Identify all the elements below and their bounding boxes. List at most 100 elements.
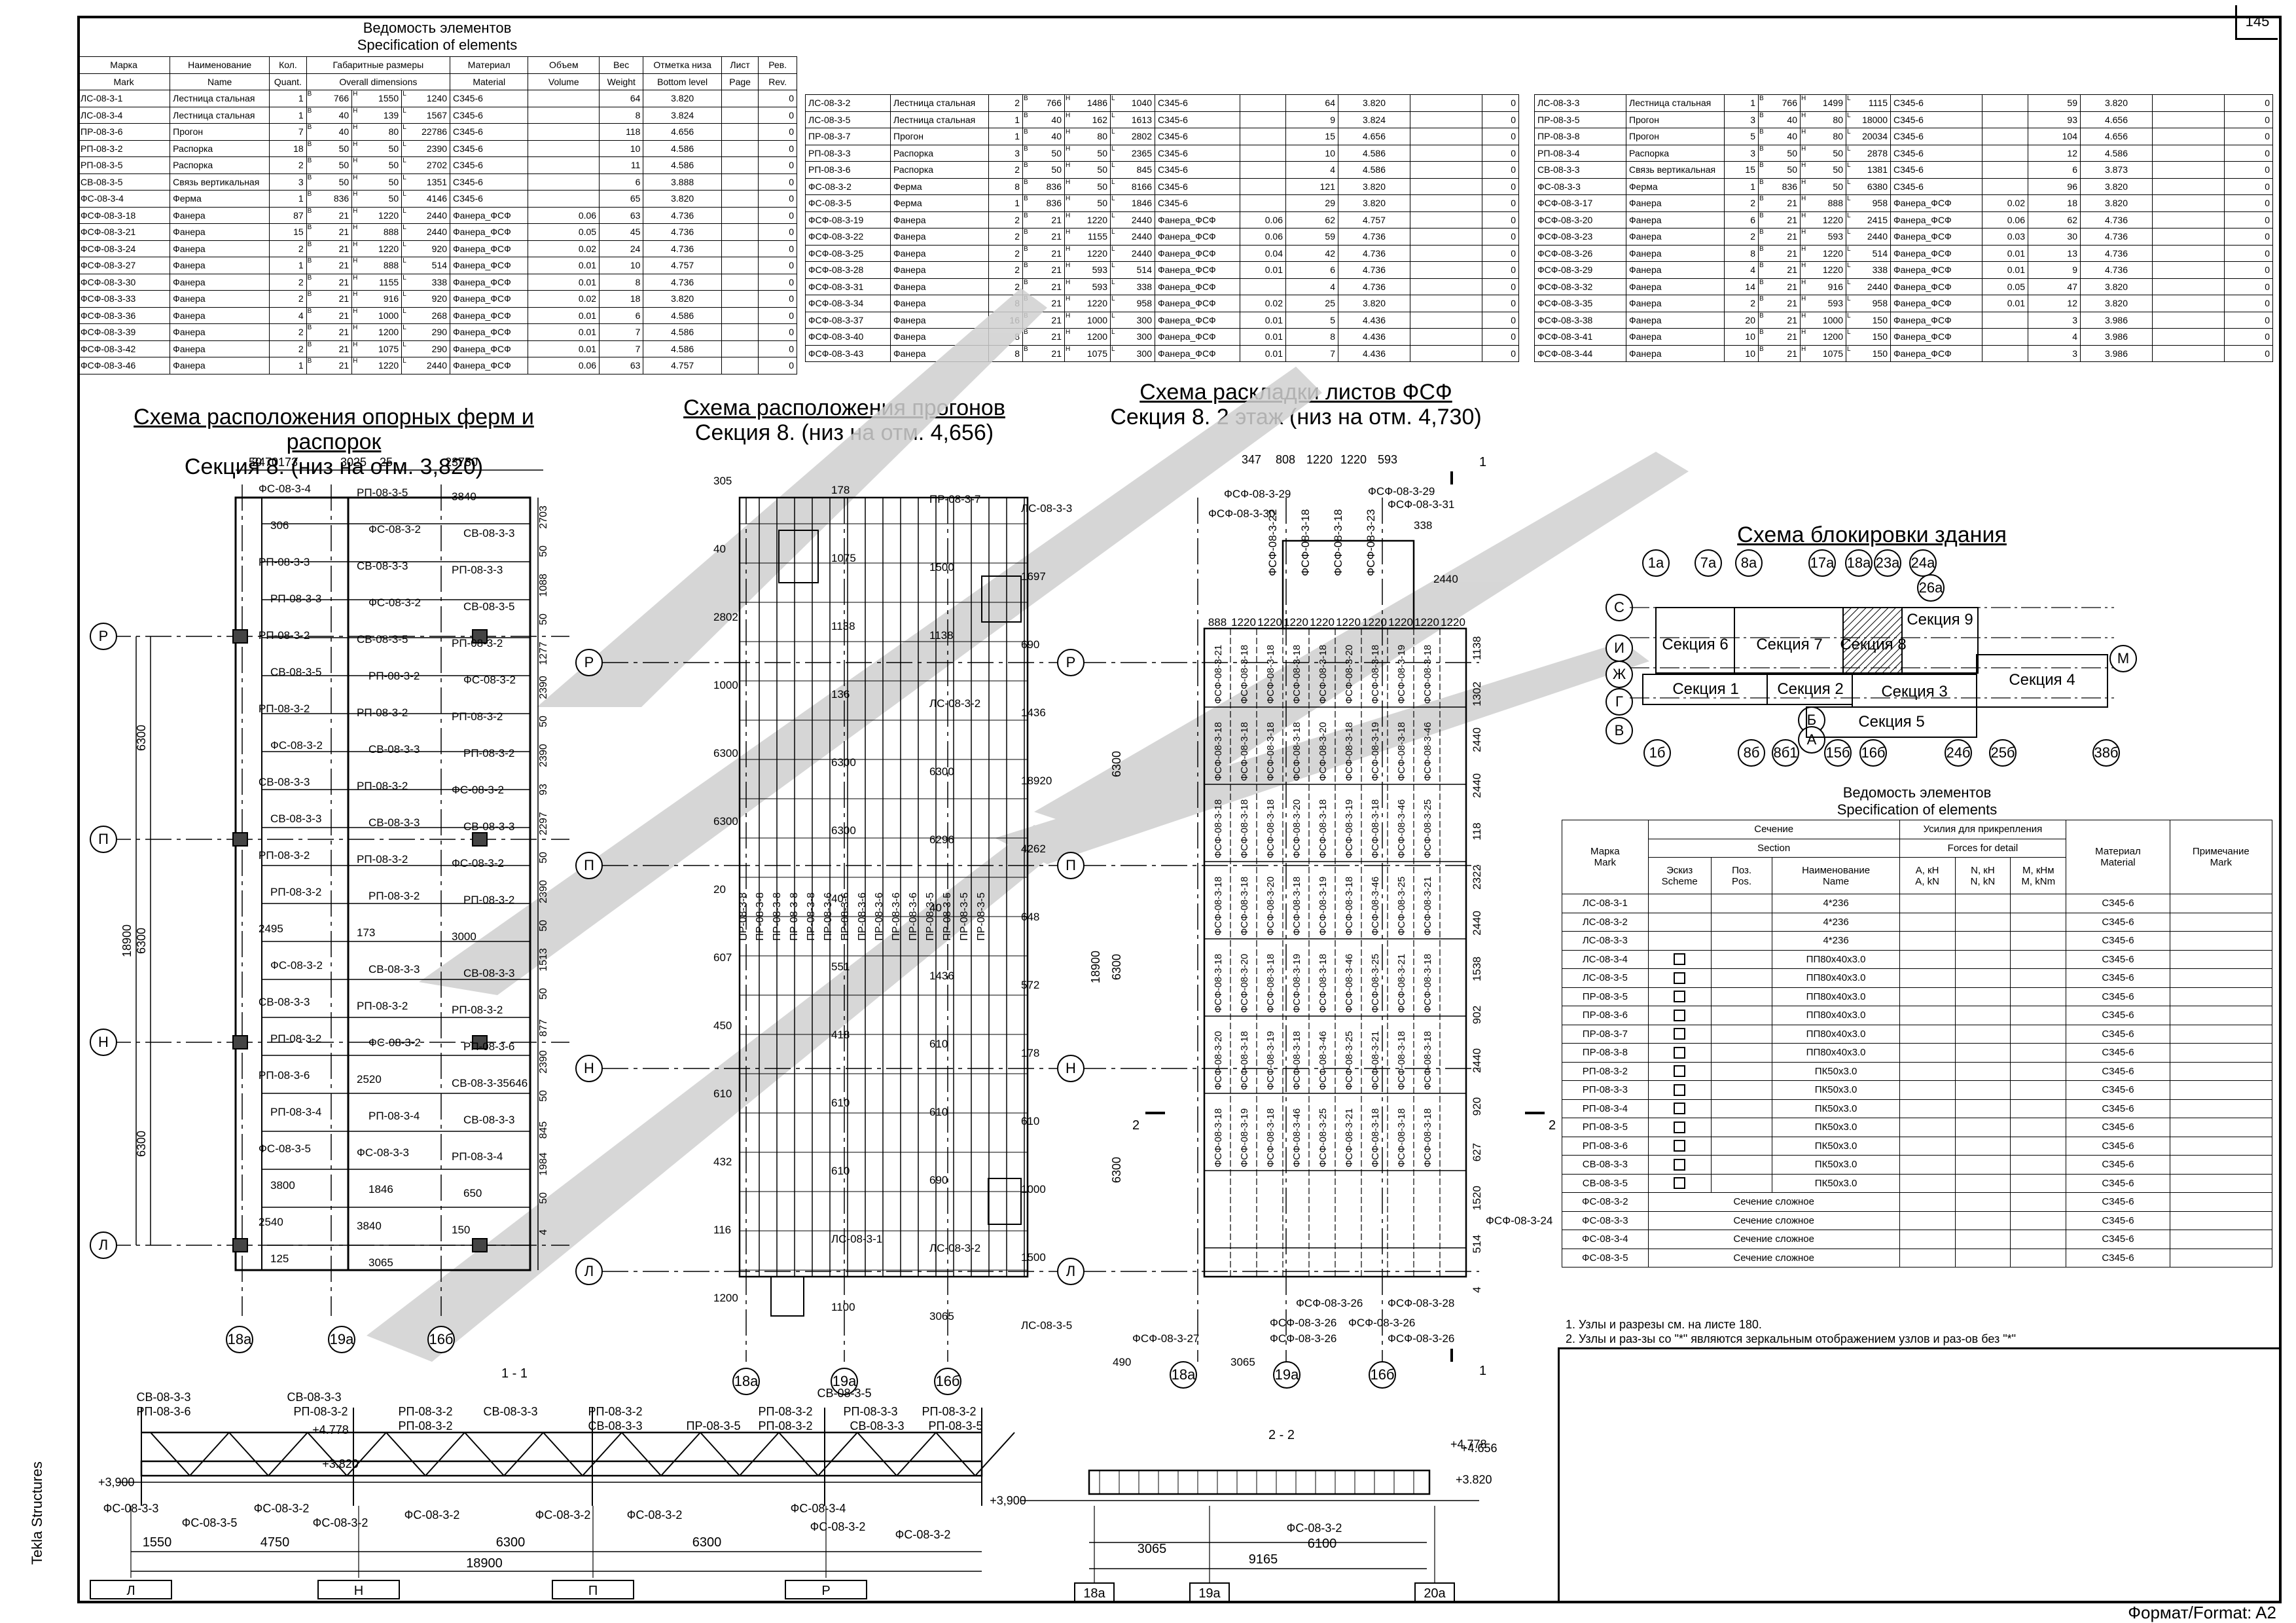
support-mark <box>472 832 488 847</box>
detail-sketch <box>1647 968 1712 988</box>
member-label: РП-08-3-2 <box>452 710 503 723</box>
dim-label: 25 <box>380 456 393 469</box>
member-label: СВ-08-3-3 <box>357 560 408 572</box>
detail-mark: ПР-08-3-8 <box>1562 1043 1649 1063</box>
detail-mark: ЛС-08-3-4 <box>1562 949 1649 969</box>
detail-h-pos: Поз.Pos. <box>1710 857 1773 894</box>
table-cell: 0.02 <box>528 240 600 257</box>
dim-label: 18900 <box>1089 951 1102 983</box>
table-cell: Фанера_ФСФ <box>450 257 529 274</box>
detail-n <box>1954 1061 2011 1081</box>
block-axis-top-label: 26а <box>1919 579 1943 596</box>
detail-n <box>1954 987 2011 1006</box>
table-cell: 0 <box>1482 161 1519 179</box>
table-cell: РП-08-3-6 <box>805 161 891 179</box>
detail-note <box>2169 968 2273 988</box>
table-cell: Распорка <box>890 161 989 179</box>
detail-a <box>1899 987 1956 1006</box>
sheet-label: ФСФ-08-3-46 <box>1370 877 1381 936</box>
detail-note <box>2169 1248 2273 1267</box>
truss-web <box>582 1432 622 1476</box>
box-section-icon <box>1674 1158 1686 1171</box>
truss-web <box>189 1432 230 1476</box>
sheet-label: ФСФ-08-3-18 <box>1344 877 1355 936</box>
table-cell: 18 <box>269 139 307 157</box>
table-cell: 0 <box>1482 94 1519 112</box>
sheet-label: ФСФ-08-3-18 <box>1239 877 1250 936</box>
table-cell: 0 <box>758 323 797 341</box>
table-cell: Фанера_ФСФ <box>450 223 529 241</box>
detail-note <box>2169 1024 2273 1044</box>
member-label: ФС-08-3-3 <box>357 1146 409 1159</box>
detail-h-section-en: Section <box>1647 838 1900 858</box>
detail-section-name: ПП80х40х3.0 <box>1772 987 1900 1006</box>
sheet-label: ФСФ-08-3-18 <box>1239 645 1250 704</box>
table-cell <box>1240 144 1286 162</box>
detail-n <box>1954 1006 2011 1025</box>
member-label: 150 <box>452 1224 470 1236</box>
dim-label: 2802 <box>713 611 738 623</box>
section-label: Секция 1 <box>1672 680 1738 698</box>
block-axis-bottom-label: 8б <box>1744 744 1760 761</box>
sheet-label: ФСФ-08-3-18 <box>1318 645 1329 704</box>
table-cell: Фанера <box>890 211 989 228</box>
table-cell: ЛС-08-3-4 <box>77 106 171 124</box>
detail-m <box>2010 1192 2067 1212</box>
table-cell: 0 <box>1482 211 1519 228</box>
detail-a <box>1899 1118 1956 1137</box>
box-section-icon <box>1674 972 1686 984</box>
member-label: СВ-08-3-3 <box>463 967 514 979</box>
dim-label: 1220 <box>1231 616 1256 629</box>
support-mark <box>232 629 248 644</box>
member-label: ФС-08-3-2 <box>270 739 323 752</box>
block-axis-top-label: 17а <box>1810 555 1835 571</box>
dim-label: 18900 <box>120 924 134 957</box>
axis-bubble-col-label: 18а <box>228 1331 252 1347</box>
block-axis-top-label: 18а <box>1847 555 1871 571</box>
detail-material: С345-6 <box>2066 1248 2170 1267</box>
box-section-icon <box>1674 953 1686 966</box>
member-label: РП-08-3-2 <box>259 629 310 642</box>
purlin-label: ПР-08-3-6 <box>891 892 902 941</box>
detail-sketch <box>1647 1173 1712 1193</box>
detail-mark: ЛС-08-3-1 <box>1562 894 1649 913</box>
table-cell: 0 <box>758 173 797 191</box>
member-label: РП-08-3-2 <box>294 1405 348 1418</box>
detail-a <box>1899 1006 1956 1025</box>
truss-web <box>778 1432 819 1476</box>
dim-label: 20 <box>713 883 726 896</box>
member-label: РП-08-3-2 <box>759 1419 813 1432</box>
table-cell: 3 <box>988 144 1023 162</box>
detail-m <box>2010 987 2067 1006</box>
dim-label: 6300 <box>135 928 148 954</box>
truss-web <box>660 1432 701 1476</box>
table-cell: 1040 <box>1119 94 1155 112</box>
table-cell: 290 <box>411 340 451 357</box>
block-axis-bottom-label: 25б <box>1990 744 2015 761</box>
member-label: РП-08-3-6 <box>259 1069 310 1082</box>
table-cell: 2 <box>269 340 307 357</box>
table-cell: С345-6 <box>1155 177 1240 195</box>
detail-m <box>2010 912 2067 932</box>
table-cell: H <box>351 357 367 374</box>
detail-a <box>1899 1099 1956 1118</box>
sheet-label: ФСФ-08-3-26 <box>1270 1317 1336 1329</box>
detail-m <box>2010 1080 2067 1100</box>
member-label: РП-08-3-2 <box>922 1405 977 1418</box>
dim-label: 690 <box>1021 638 1039 651</box>
sheet-label: ФСФ-08-3-25 <box>1396 877 1407 936</box>
detail-m <box>2010 931 2067 951</box>
block-axis-left-label: В <box>1615 722 1624 739</box>
dim-label: 1138 <box>1471 636 1483 661</box>
dim-label: 6100 <box>1308 1537 1337 1551</box>
table-cell: 2 <box>269 240 307 257</box>
